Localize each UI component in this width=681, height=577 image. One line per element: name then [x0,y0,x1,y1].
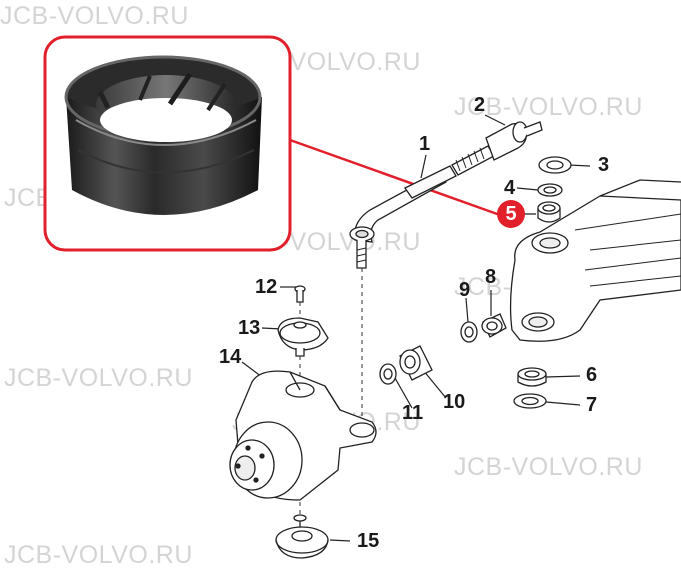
part-label-10: 10 [443,391,466,413]
bushing-part-5 [537,201,561,223]
tie-rod-end-part [451,121,543,176]
plate-part-15 [275,514,329,559]
part-label-13: 13 [238,317,261,339]
callout-connector-line [289,138,501,217]
part-label-11: 11 [402,402,424,424]
bearing-part-6 [517,367,547,387]
watermark: JCB-VOLVO.RU [454,93,643,121]
part-label-15: 15 [357,530,380,552]
part-label-6: 6 [586,364,598,386]
part-label-7: 7 [586,394,598,416]
washer-part-7 [513,393,547,409]
bushing-photo [64,55,262,215]
part-label-1: 1 [419,133,431,155]
leader-lines [241,114,591,542]
part-label-14: 14 [219,346,242,368]
plate-part-13 [277,317,329,357]
watermark: JCB-VOLVO.RU [4,541,193,569]
watermark: JCB-VOLVO.RU [0,2,189,30]
bushing-detail-inset [43,35,292,252]
axle-housing-part [509,179,681,342]
washer-part-4 [537,183,563,197]
seal-ring-part-11 [379,363,397,385]
part-label-3: 3 [598,154,610,176]
washer-part-3 [538,156,572,174]
tie-rod-part [349,165,457,269]
watermark: JCB-VOLVO.RU [454,453,643,481]
bushing-part-8 [481,313,507,338]
seal-ring-part-9 [460,321,478,343]
callout-badge-5: 5 [497,200,525,228]
bolt-part-12 [294,285,306,303]
watermark: JCB-VOLVO.RU [4,364,193,392]
part-label-4: 4 [504,177,516,199]
bushing-part-10 [399,345,433,381]
part-label-8: 8 [485,266,497,288]
part-label-12: 12 [255,276,278,298]
steering-knuckle-part-14 [229,370,377,501]
part-label-9: 9 [459,279,471,301]
part-label-2: 2 [474,94,486,116]
